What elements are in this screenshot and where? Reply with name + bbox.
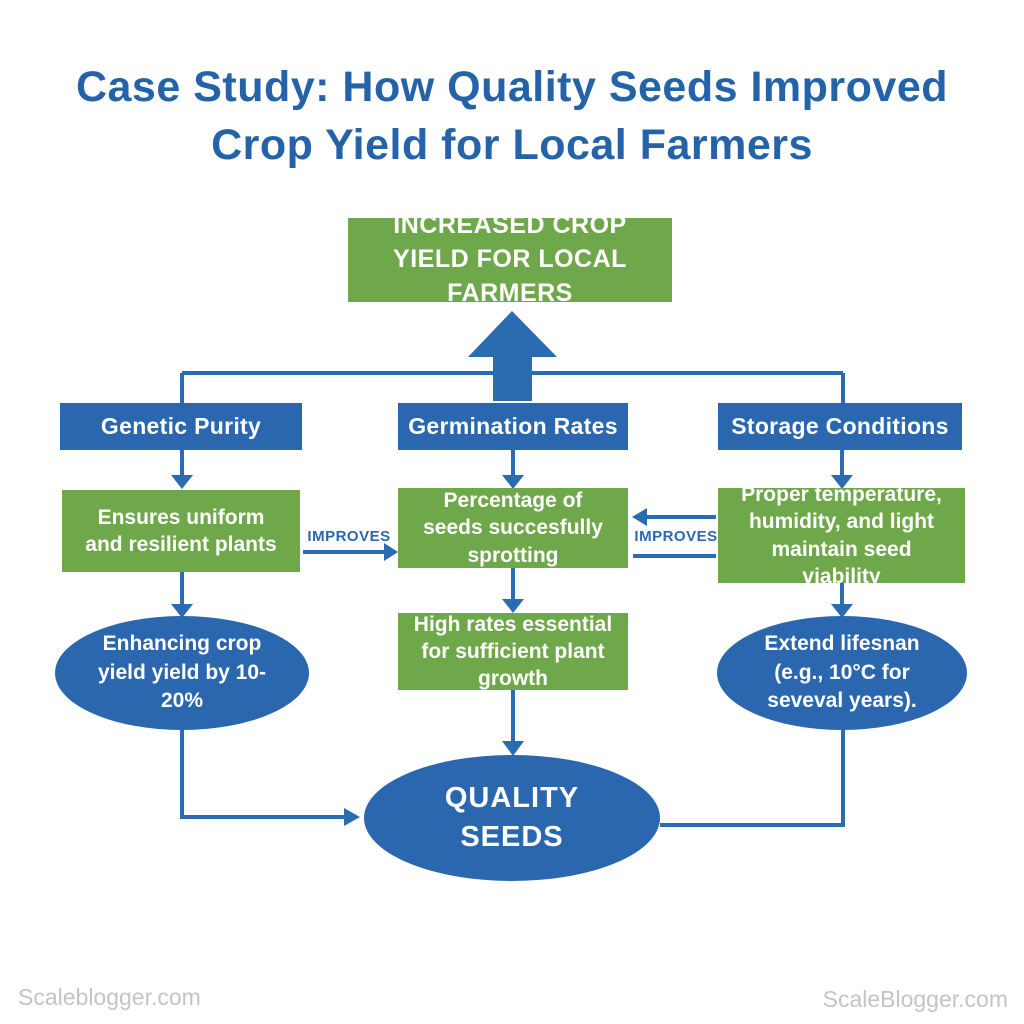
node-header-storage-conditions: Storage Conditions xyxy=(718,403,962,450)
watermark-left: Scaleblogger.com xyxy=(18,984,201,1010)
improves-label-right: IMPROVES xyxy=(634,528,718,545)
node-outcome-lifespan: Extend lifesnan (e.g., 10°C for seveval … xyxy=(717,616,967,730)
node-quality-seeds: QUALITY SEEDS xyxy=(364,755,660,881)
node-outcome-crop-yield: Enhancing crop yield yield by 10-20% xyxy=(55,616,309,730)
arrowhead-improves-right xyxy=(632,508,647,526)
arrowhead-left-quality xyxy=(344,808,360,826)
node-header-genetic-purity: Genetic Purity xyxy=(60,403,302,450)
node-increased-crop-yield: INCREASED CROP YIELD FOR LOCAL FARMERS xyxy=(348,211,672,307)
node-header-germination-rates: Germination Rates xyxy=(398,403,628,450)
big-up-arrow xyxy=(468,311,557,401)
arrowhead-left-header xyxy=(171,475,193,489)
node-outcome-plant-growth: High rates essential for sufficient plan… xyxy=(398,613,628,690)
watermark-right: ScaleBlogger.com xyxy=(822,986,1008,1012)
node-detail-storage-conditions: Proper temperature, humidity, and light … xyxy=(718,483,965,588)
diagram-title: Case Study: How Quality Seeds Improved C… xyxy=(75,63,949,170)
node-detail-germination-rates: Percentage of seeds succesfully sprottin… xyxy=(398,488,628,568)
arrowhead-growth-quality xyxy=(502,741,524,756)
left-outcome-connector xyxy=(180,728,345,819)
arrowhead-improves-left xyxy=(384,543,398,561)
improves-label-left: IMPROVES xyxy=(307,528,391,545)
node-detail-genetic-purity: Ensures uniform and resilient plants xyxy=(62,490,300,572)
right-outcome-connector xyxy=(660,728,845,827)
